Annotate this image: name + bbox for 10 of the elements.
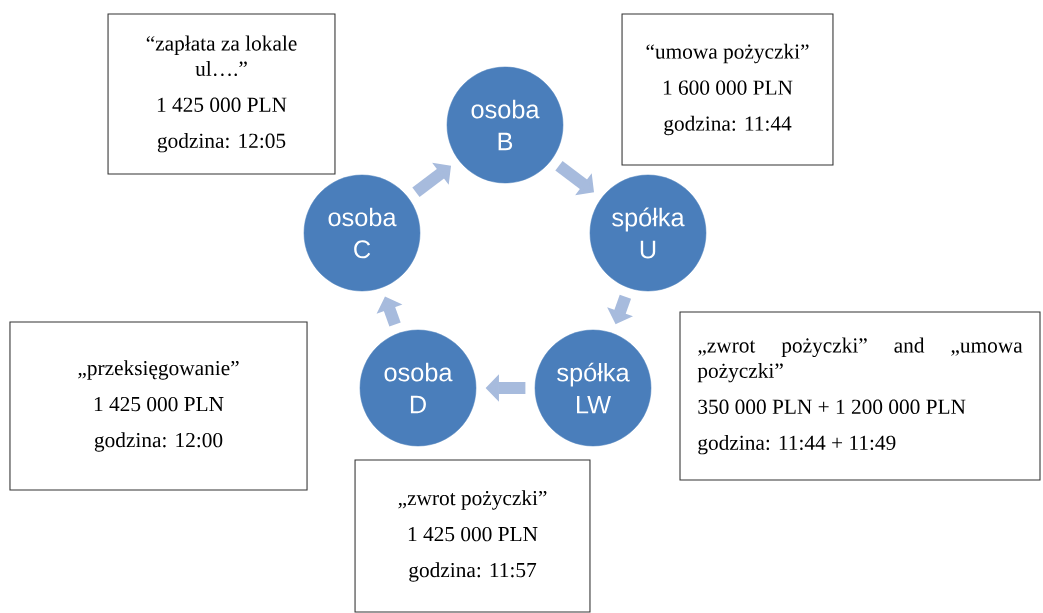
circle-node: osoba B: [446, 66, 564, 184]
text-box: „przeksięgowanie” 1 425 000 PLN godzina: 12:00: [9, 321, 308, 491]
text-box: „zwrot pożyczki” and „umowa pożyczki” 350 000 PLN + 1 200 000 PLN godzina: 11:44 + 11:49: [679, 311, 1041, 481]
text-box: “umowa pożyczki” 1 600 000 PLN godzina: 11:44: [621, 13, 834, 166]
circle-node: spółka LW: [534, 329, 652, 447]
circle-node: osoba D: [359, 329, 477, 447]
text-box: “zapłata za lokale ul….” 1 425 000 PLN godzina: 12:05: [107, 13, 336, 175]
circle-node: osoba C: [303, 174, 421, 292]
text-box: „zwrot pożyczki” 1 425 000 PLN godzina: 11:57: [354, 459, 591, 613]
circle-node: spółka U: [589, 174, 707, 292]
